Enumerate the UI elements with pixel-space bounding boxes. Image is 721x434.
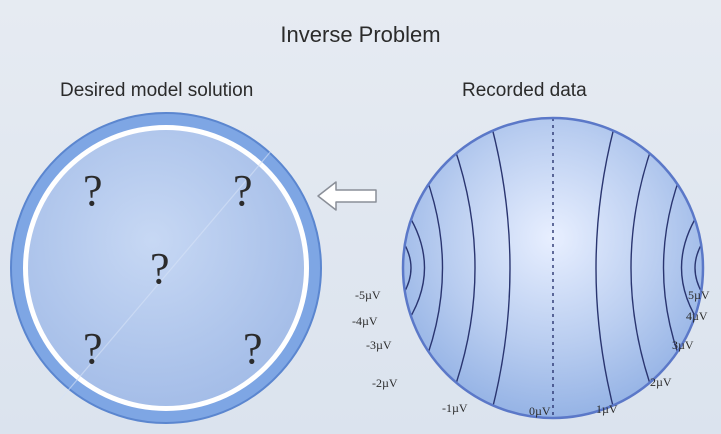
unknown-source-bottom-left: ?: [83, 324, 103, 373]
label-plus4: 4µV: [686, 309, 708, 323]
label-zero: 0µV: [529, 404, 551, 418]
label-plus3: 3µV: [672, 338, 694, 352]
label-plus5: 5µV: [688, 288, 710, 302]
unknown-source-top-right: ?: [233, 166, 253, 215]
label-plus1: 1µV: [596, 402, 618, 416]
label-minus5: -5µV: [355, 288, 381, 302]
label-plus2: 2µV: [650, 375, 672, 389]
label-minus1: -1µV: [442, 401, 468, 415]
arrow-left-icon: [318, 182, 376, 210]
recorded-head: [402, 118, 704, 418]
unknown-source-center: ?: [150, 244, 170, 293]
unknown-source-bottom-right: ?: [243, 324, 263, 373]
label-minus4: -4µV: [352, 314, 378, 328]
label-minus3: -3µV: [366, 338, 392, 352]
label-minus2: -2µV: [372, 376, 398, 390]
unknown-source-top-left: ?: [83, 166, 103, 215]
